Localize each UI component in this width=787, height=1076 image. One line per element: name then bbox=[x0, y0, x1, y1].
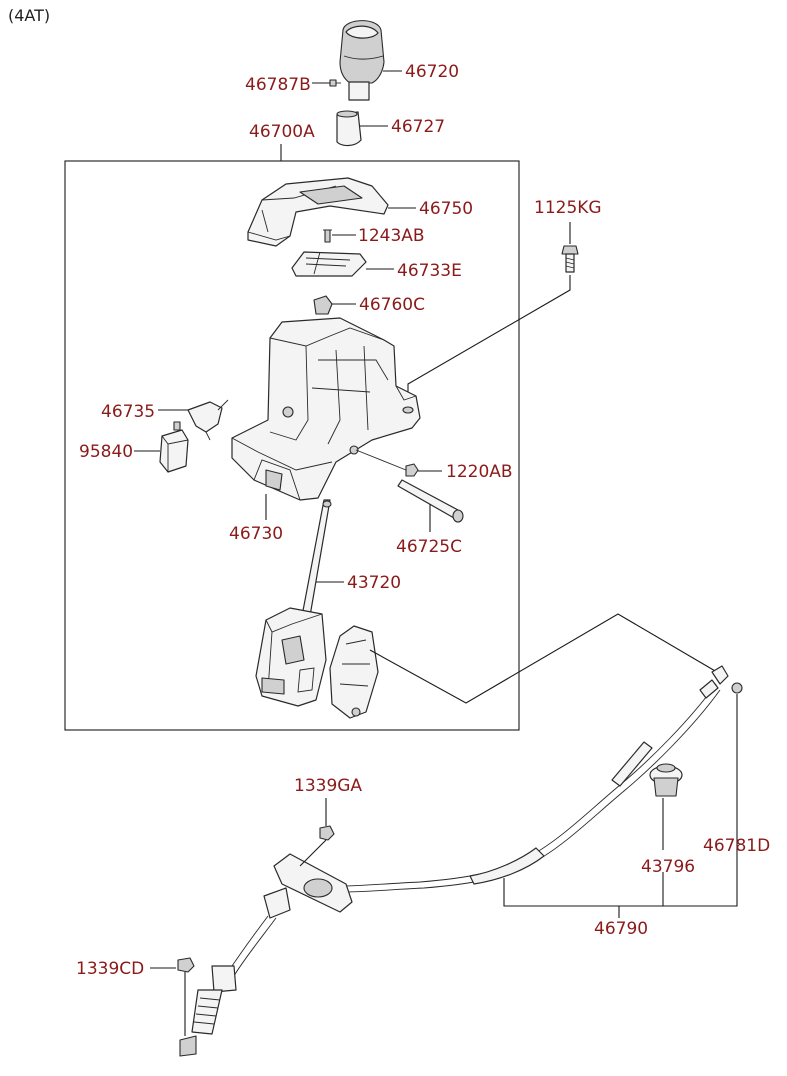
label-1339GA: 1339GA bbox=[294, 776, 362, 796]
knob-boot bbox=[336, 110, 362, 147]
label-46727: 46727 bbox=[391, 117, 445, 137]
label-46730: 46730 bbox=[229, 524, 283, 544]
assembly-frame bbox=[64, 160, 520, 731]
nut-1339GA bbox=[319, 825, 335, 841]
label-1339CD: 1339CD bbox=[76, 959, 144, 979]
clip-46781D bbox=[731, 682, 743, 694]
label-95840: 95840 bbox=[79, 442, 133, 462]
bolt-1125KG bbox=[561, 245, 579, 273]
label-46735: 46735 bbox=[101, 402, 155, 422]
label-46787B: 46787B bbox=[245, 75, 311, 95]
cable-grommet bbox=[179, 853, 353, 1057]
leader-1125KG-bottom bbox=[407, 275, 571, 392]
lever-46735 bbox=[187, 399, 229, 441]
label-43720: 43720 bbox=[347, 573, 401, 593]
nut-1339CD bbox=[177, 957, 195, 973]
indicator-cover bbox=[247, 177, 389, 247]
leader-46781D bbox=[503, 694, 738, 907]
screw-46787B bbox=[329, 79, 341, 87]
lower-bracket bbox=[255, 607, 327, 707]
label-46720: 46720 bbox=[405, 62, 459, 82]
label-46725C: 46725C bbox=[396, 537, 462, 557]
label-1220AB: 1220AB bbox=[446, 462, 513, 482]
detent-46760C bbox=[313, 295, 333, 315]
shift-bracket bbox=[231, 317, 421, 501]
shift-rod bbox=[301, 499, 332, 617]
axis-1220AB bbox=[355, 449, 407, 471]
nut-1220AB bbox=[405, 463, 419, 477]
shift-cable bbox=[339, 665, 729, 893]
label-1243AB: 1243AB bbox=[358, 226, 425, 246]
label-46700A: 46700A bbox=[249, 122, 315, 142]
variant-label: (4AT) bbox=[8, 6, 50, 25]
label-43796: 43796 bbox=[641, 857, 695, 877]
label-1125KG: 1125KG bbox=[534, 198, 602, 218]
label-46750: 46750 bbox=[419, 199, 473, 219]
indicator-plate bbox=[291, 251, 367, 277]
screw-1243AB bbox=[323, 229, 332, 243]
switch-95840 bbox=[159, 421, 189, 473]
leader-1339GA-low bbox=[299, 839, 327, 867]
pin-46725C bbox=[397, 479, 464, 523]
bracket-plate bbox=[329, 625, 379, 719]
label-46790: 46790 bbox=[594, 919, 648, 939]
label-46733E: 46733E bbox=[397, 261, 462, 281]
label-46781D: 46781D bbox=[703, 836, 770, 856]
label-46760C: 46760C bbox=[359, 295, 425, 315]
bushing-43796 bbox=[649, 763, 683, 797]
shift-knob bbox=[339, 20, 385, 101]
cable-route-leader bbox=[369, 613, 723, 704]
